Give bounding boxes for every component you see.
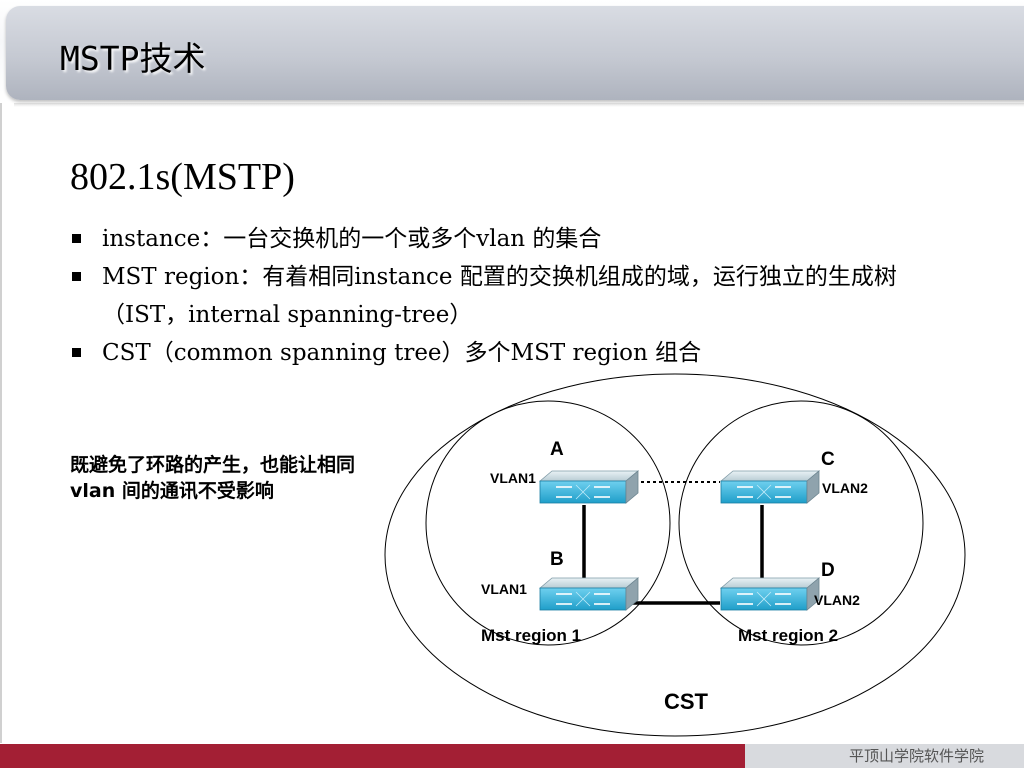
- cst-label: CST: [664, 689, 709, 714]
- bullet-item: CST（common spanning tree）多个MST region 组合: [72, 334, 952, 372]
- switch-b-vlan: VLAN1: [481, 581, 527, 597]
- bullet-text: instance：一台交换机的一个或多个vlan 的集合: [102, 226, 602, 252]
- network-diagram: A VLAN1 B VLAN1 C VLAN2 D VLAN2 Mst regi…: [384, 373, 966, 737]
- header-divider: [14, 103, 1024, 107]
- region-2-label: Mst region 2: [738, 626, 838, 645]
- left-edge-line: [0, 103, 2, 743]
- bullet-item: MST region：有着相同instance 配置的交换机组成的域，运行独立的…: [72, 258, 952, 334]
- bullet-item: instance：一台交换机的一个或多个vlan 的集合: [72, 220, 952, 258]
- slide-title: MSTP技术: [60, 39, 206, 78]
- switch-a-icon: [539, 470, 639, 504]
- title-bar: [6, 6, 1024, 100]
- footer-gray-band: [745, 744, 1024, 768]
- switch-b-icon: [539, 577, 639, 611]
- footer-red-band: [0, 744, 745, 768]
- region-1-circle: [425, 400, 671, 646]
- slide-subtitle: 802.1s(MSTP): [70, 156, 295, 198]
- switch-a-label: A: [550, 439, 564, 460]
- switch-c-icon: [720, 470, 820, 504]
- bullet-list: instance：一台交换机的一个或多个vlan 的集合 MST region：…: [72, 220, 952, 372]
- bullet-text: CST（common spanning tree）多个MST region 组合: [102, 340, 702, 366]
- region-2-circle: [678, 400, 924, 646]
- bullet-marker-icon: [72, 348, 81, 357]
- cst-ellipse: [384, 373, 966, 737]
- switch-c-label: C: [821, 449, 835, 470]
- switch-c-vlan: VLAN2: [822, 480, 868, 496]
- switch-b-label: B: [550, 549, 564, 570]
- bullet-marker-icon: [72, 234, 81, 243]
- region-1-label: Mst region 1: [481, 626, 581, 645]
- bullet-text: MST region：有着相同instance 配置的交换机组成的域，运行独立的…: [102, 264, 897, 328]
- bullet-marker-icon: [72, 272, 81, 281]
- switch-d-icon: [720, 577, 820, 611]
- footer-school-name: 平顶山学院软件学院: [848, 747, 984, 765]
- switch-d-vlan: VLAN2: [814, 592, 860, 608]
- side-note: 既避免了环路的产生，也能让相同vlan 间的通讯不受影响: [70, 454, 356, 502]
- switch-a-vlan: VLAN1: [490, 470, 536, 486]
- switch-d-label: D: [821, 560, 835, 581]
